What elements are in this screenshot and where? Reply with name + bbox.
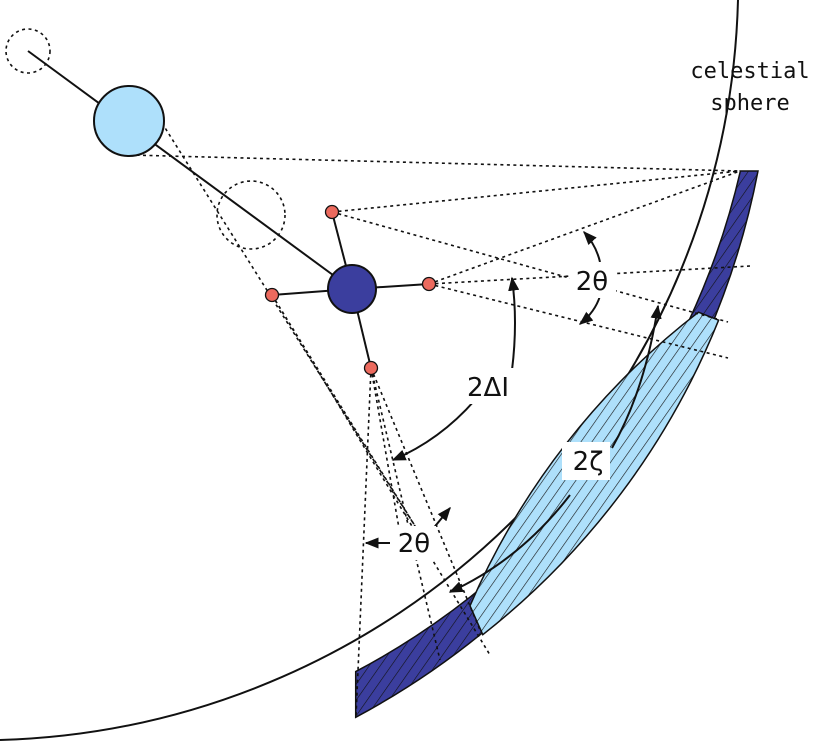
dark-blue-band — [354, 170, 759, 719]
celestial-label: celestial — [690, 59, 809, 84]
light-blue-body — [93, 85, 165, 157]
ghost-large-circle — [216, 180, 286, 250]
red-dots — [264, 204, 437, 376]
sphere-label: sphere — [710, 91, 789, 116]
ghost-small-circle — [5, 28, 51, 74]
angle-arrows — [364, 230, 662, 593]
dark-blue-body — [327, 264, 377, 314]
connecting-rod — [27, 50, 353, 290]
two-theta-upper-label: 2θ — [576, 267, 608, 297]
two-delta-i-label: 2ΔI — [467, 373, 509, 403]
two-zeta-label: 2ζ — [573, 447, 604, 477]
two-theta-lower-label: 2θ — [398, 529, 430, 559]
